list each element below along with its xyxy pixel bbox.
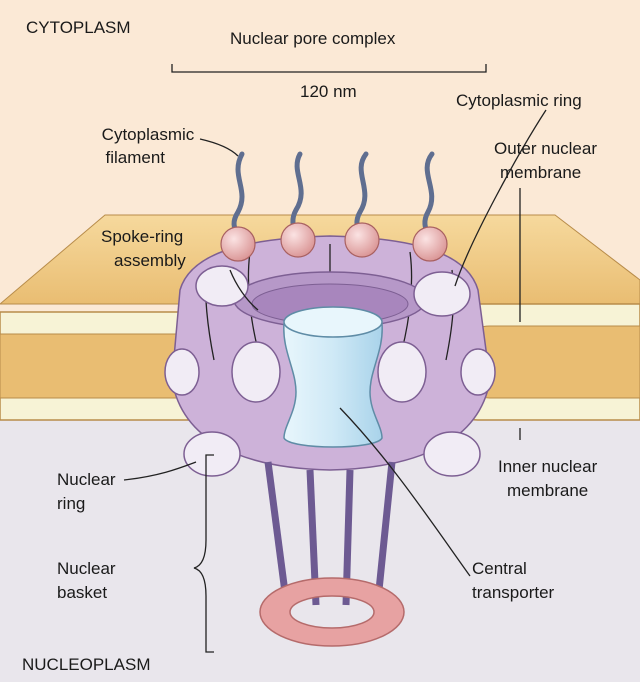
nuclear-ring-lobe — [424, 432, 480, 476]
scale-title: Nuclear pore complex — [230, 29, 396, 48]
central-transporter — [284, 307, 382, 447]
cytoplasmic-ring-label: Cytoplasmic ring — [456, 91, 582, 110]
scale-size: 120 nm — [300, 82, 357, 101]
nucleoplasm-label: NUCLEOPLASM — [22, 655, 150, 674]
cytoplasm-label: CYTOPLASM — [26, 18, 131, 37]
cytoplasmic-ring-lobe — [196, 266, 248, 306]
filament-knob — [281, 223, 315, 257]
filament-knob — [221, 227, 255, 261]
filament-knob — [413, 227, 447, 261]
cytoplasmic-ring-lobe — [414, 272, 470, 316]
nuclear-ring-lobe — [184, 432, 240, 476]
filament-knob — [345, 223, 379, 257]
